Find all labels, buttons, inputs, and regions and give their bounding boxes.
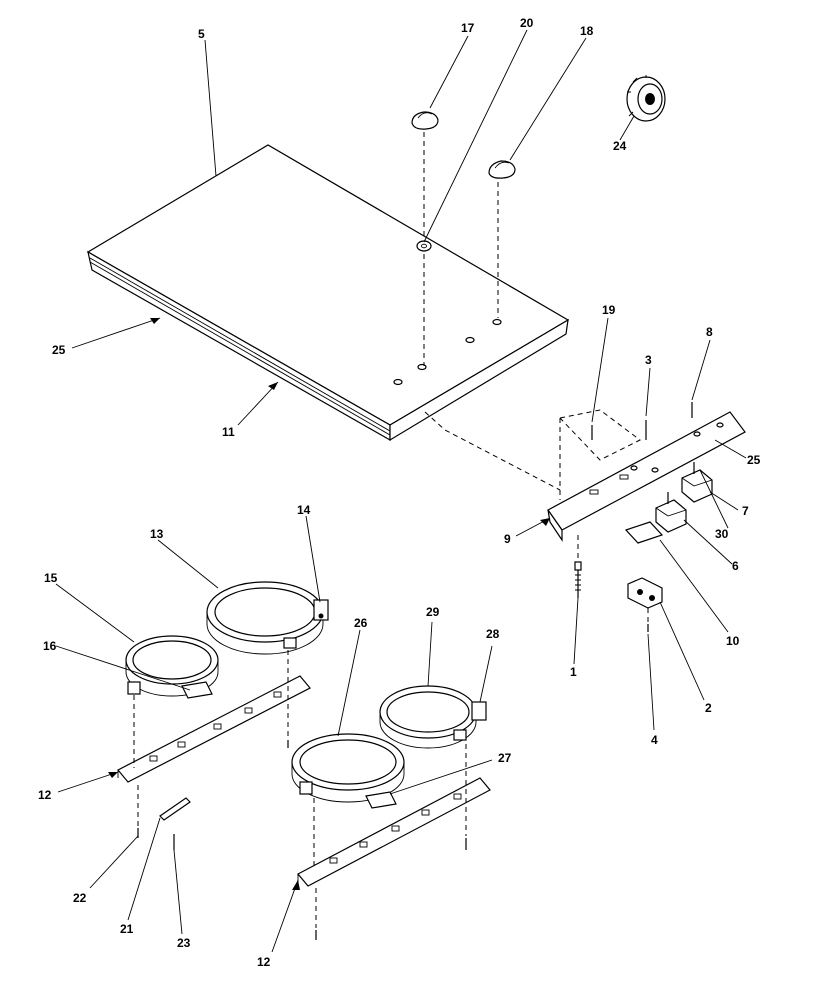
label-22: 22: [73, 891, 87, 905]
label-15: 15: [44, 571, 58, 585]
part-number-labels: 5 17 20 18 24 25 11 19 3 8 25 7 30 6 9 1…: [38, 16, 761, 969]
label-24: 24: [613, 139, 627, 153]
label-2: 2: [705, 701, 712, 715]
label-12a: 12: [38, 788, 52, 802]
element-bracket-12-left: [117, 675, 311, 783]
terminal-block-2: [627, 577, 663, 632]
label-26: 26: [354, 616, 368, 630]
clip-21: [159, 797, 191, 821]
label-1: 1: [570, 665, 577, 679]
label-30: 30: [715, 527, 729, 541]
heating-element-13: [206, 581, 329, 655]
switch-6: [655, 492, 687, 533]
connector-27: [365, 791, 397, 809]
element-bracket-12-right: [297, 777, 491, 887]
label-27: 27: [498, 751, 512, 765]
label-23: 23: [177, 936, 191, 950]
label-10: 10: [726, 634, 740, 648]
knob-17: [411, 111, 439, 238]
label-20: 20: [520, 16, 534, 30]
screws-upper: [591, 402, 693, 440]
label-13: 13: [150, 527, 164, 541]
label-11: 11: [222, 425, 235, 439]
label-12b: 12: [257, 955, 271, 969]
label-9: 9: [504, 532, 511, 546]
connector-16: [181, 681, 213, 699]
cooktop-glass-top: [86, 144, 570, 442]
heating-element-29: [379, 685, 487, 749]
label-19: 19: [602, 303, 616, 317]
label-7: 7: [742, 504, 749, 518]
label-16: 16: [43, 639, 57, 653]
label-4: 4: [651, 733, 658, 747]
label-8: 8: [706, 325, 713, 339]
heating-element-15: [125, 635, 219, 697]
label-5: 5: [198, 27, 205, 41]
label-18: 18: [580, 24, 594, 38]
label-25a: 25: [52, 343, 66, 357]
arrowheads: [108, 318, 550, 890]
leader-lines: [55, 29, 747, 953]
control-bracket-9: [547, 409, 746, 542]
knob-18: [488, 160, 516, 318]
label-17: 17: [461, 21, 475, 35]
heating-element-26: [291, 733, 405, 803]
label-21: 21: [120, 922, 134, 936]
label-3: 3: [645, 353, 652, 367]
switch-7: [681, 462, 713, 503]
label-14: 14: [297, 503, 311, 517]
label-6: 6: [732, 559, 739, 573]
plate-10: [624, 521, 664, 544]
screw-1: [574, 535, 582, 598]
knob-insert-24: [626, 75, 666, 122]
label-28: 28: [486, 627, 500, 641]
label-25b: 25: [747, 453, 761, 467]
label-29: 29: [426, 605, 440, 619]
